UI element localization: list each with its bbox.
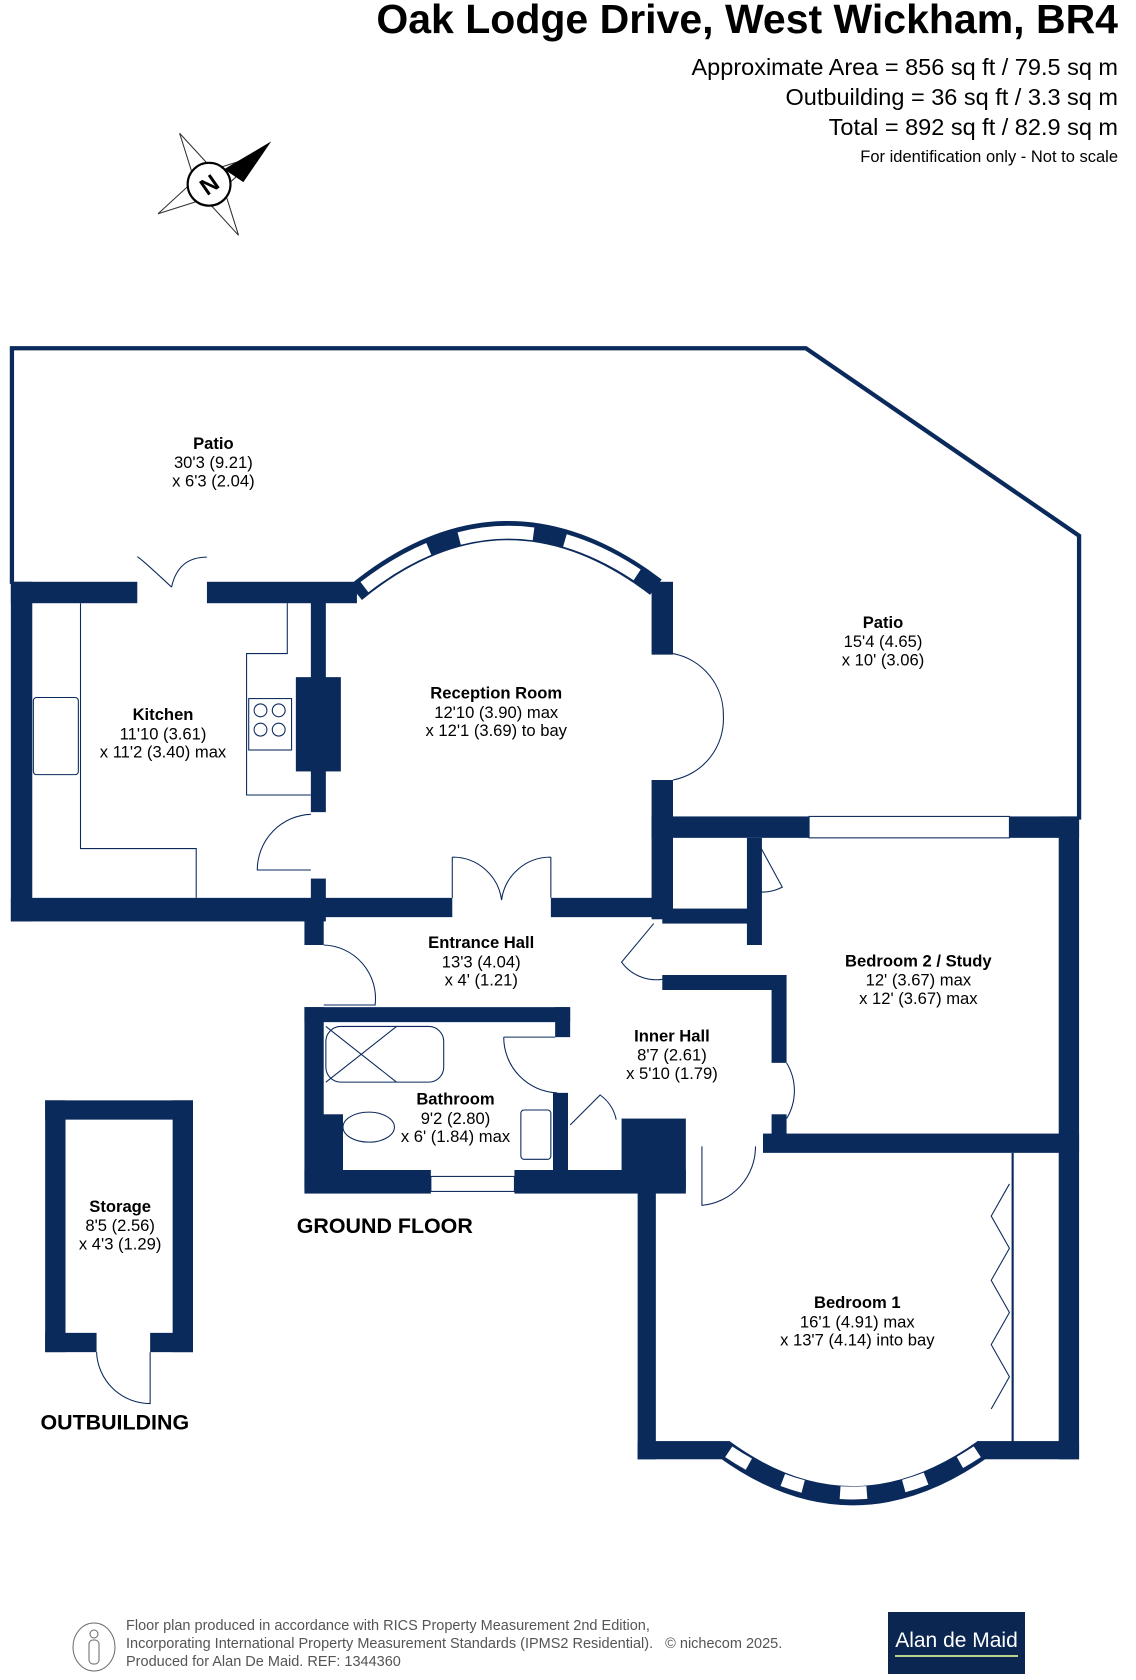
outbuilding-label: OUTBUILDING [40,1410,189,1434]
room-dim: x 13'7 (4.14) into bay [780,1331,935,1350]
room-name: Patio [863,613,904,632]
ground-floor-label: GROUND FLOOR [297,1214,474,1238]
footer-line: Incorporating International Property Mea… [126,1636,783,1652]
room-dim: x 6' (1.84) max [401,1127,511,1146]
agent-logo: Alan de Maid [888,1612,1025,1674]
walls [9,346,1082,1506]
room-dim: 12'10 (3.90) max [434,703,559,722]
page-title: Oak Lodge Drive, West Wickham, BR4 [376,0,1118,42]
room-dim: 8'5 (2.56) [85,1216,155,1235]
footer-text: Floor plan produced in accordance with R… [126,1617,782,1671]
fixtures-doors [32,556,1011,1410]
footer-line: Produced for Alan De Maid. REF: 1344360 [126,1654,401,1670]
total-area: Total = 892 sq ft / 82.9 sq m [828,114,1118,140]
room-dim: x 6'3 (2.04) [172,471,255,490]
room-name: Bedroom 2 / Study [845,951,992,970]
room-dim: 11'10 (3.61) [120,724,207,743]
room-dim: 8'7 (2.61) [637,1046,707,1065]
room-dim: 15'4 (4.65) [844,632,923,651]
approx-area: Approximate Area = 856 sq ft / 79.5 sq m [691,54,1119,80]
outbuilding-area: Outbuilding = 36 sq ft / 3.3 sq m [785,84,1118,110]
room-dim: x 12'1 (3.69) to bay [425,721,567,740]
room-name: Entrance Hall [428,933,534,952]
room-dim: x 12' (3.67) max [859,989,978,1008]
person-icon [72,1622,116,1672]
room-name: Kitchen [133,705,194,724]
room-dim: x 4'3 (1.29) [79,1234,161,1253]
room-name: Bathroom [416,1090,494,1109]
footer-line: Floor plan produced in accordance with R… [126,1618,650,1634]
room-dim: 16'1 (4.91) max [800,1313,915,1332]
room-dim: 13'3 (4.04) [442,953,521,972]
room-name: Reception Room [430,684,562,703]
room-dim: 30'3 (9.21) [174,453,253,472]
room-dim: 9'2 (2.80) [421,1109,491,1128]
north-compass-icon: N [157,132,272,236]
scale-note: For identification only - Not to scale [860,148,1118,166]
room-name: Patio [193,434,234,453]
room-dim: x 11'2 (3.40) max [100,743,227,762]
room-dim: x 5'10 (1.79) [626,1064,718,1083]
room-name: Bedroom 1 [814,1293,901,1312]
room-dim: x 4' (1.21) [445,971,518,990]
room-dim: x 10' (3.06) [842,650,925,669]
room-dim: 12' (3.67) max [866,971,972,990]
logo-text: Alan de Maid [895,1629,1018,1657]
room-name: Inner Hall [634,1026,710,1045]
room-name: Storage [89,1197,151,1216]
